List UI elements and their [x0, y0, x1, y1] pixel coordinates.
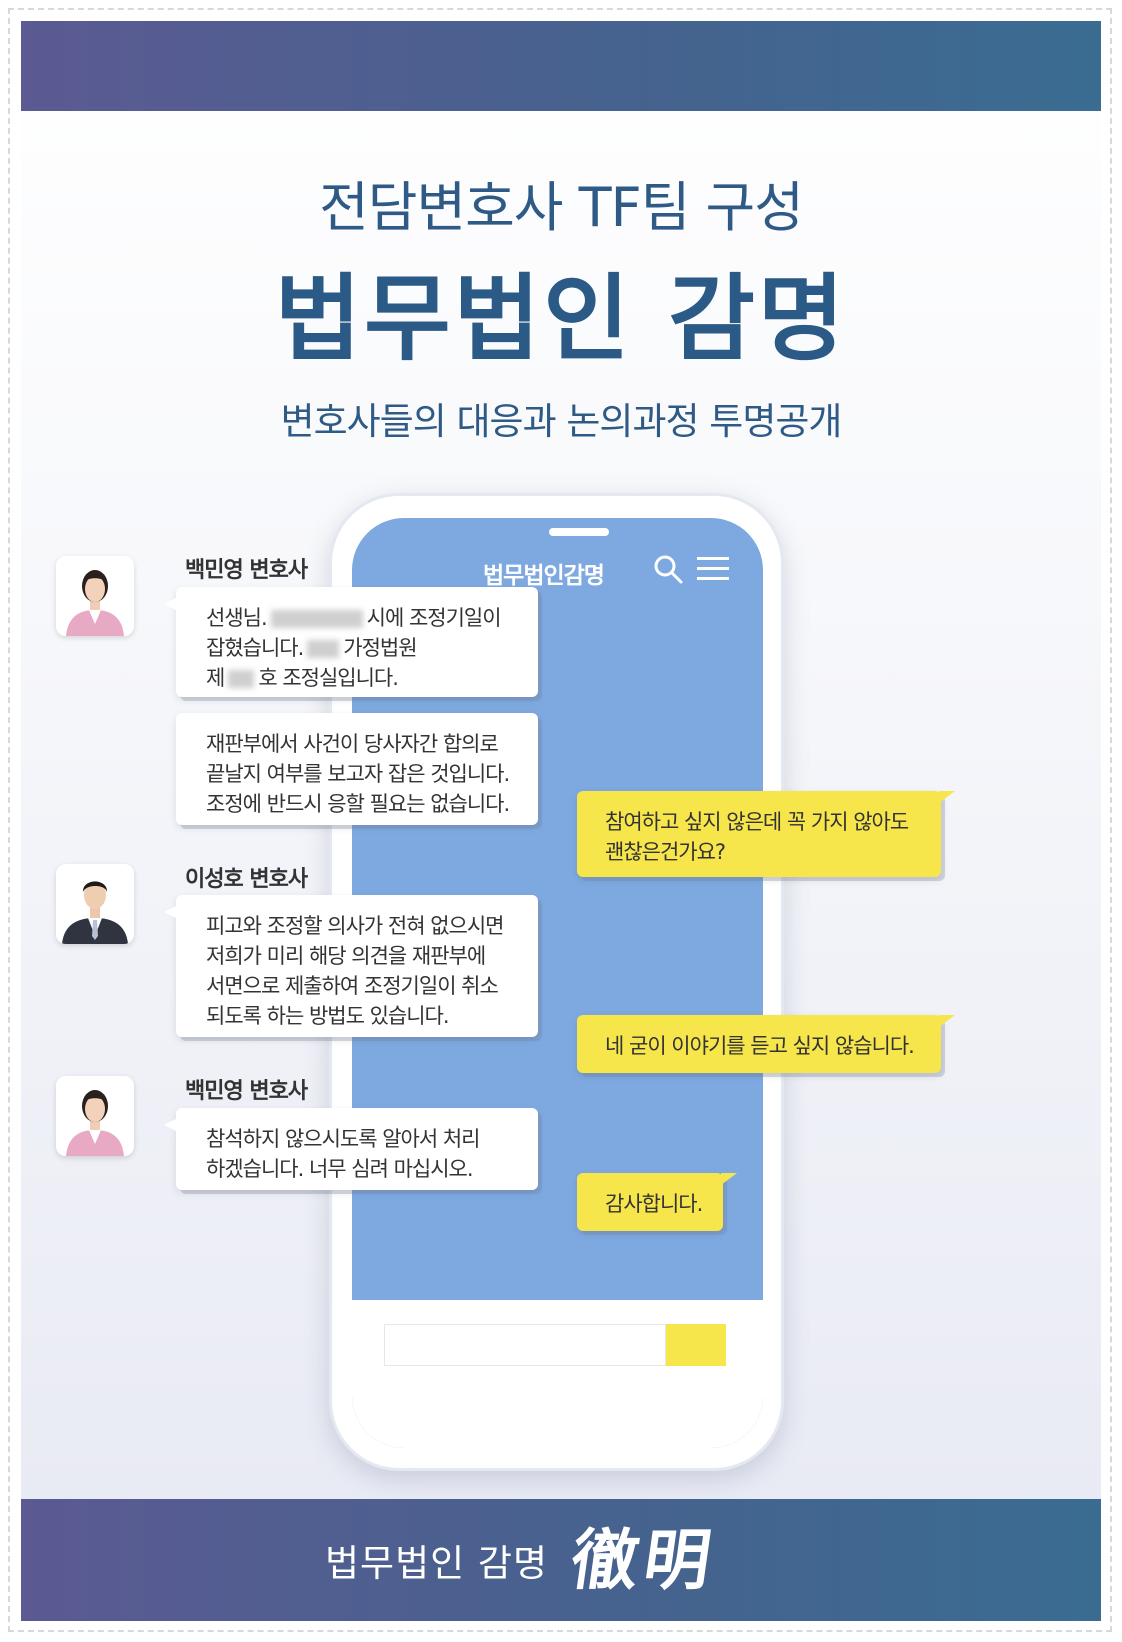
- chat-input[interactable]: [384, 1324, 666, 1366]
- message-text: 감사합니다.: [605, 1192, 703, 1216]
- page-subtitle: 전담변호사 TF팀 구성: [319, 176, 804, 239]
- message-text: 잡혔습니다.: [206, 636, 304, 660]
- message-text: 서면으로 제출하여 조정기일이 취소: [206, 974, 499, 998]
- lawyer-message-bubble: 참석하지 않으시도록 알아서 처리 하겠습니다. 너무 심려 마십시오.: [164, 1108, 538, 1190]
- lawyer-name: 백민영 변호사: [185, 558, 308, 583]
- footer-logo: 徹明: [566, 1521, 722, 1599]
- avatar-male-lawyer: [56, 864, 134, 944]
- footer-banner: [21, 1499, 1101, 1621]
- lawyer-message-bubble: 선생님. 시에 조정기일이 잡혔습니다. 가정법원 제 호 조정실입니다.: [164, 587, 538, 697]
- page-border: [8, 8, 1112, 1632]
- redacted-room: [228, 670, 255, 688]
- message-text: 되도록 하는 방법도 있습니다.: [206, 1004, 450, 1028]
- message-text: 호 조정실입니다.: [258, 666, 399, 690]
- client-message-bubble: 네 굳이 이야기를 듣고 싶지 않습니다.: [577, 1015, 955, 1073]
- message-text: 저희가 미리 해당 의견을 재판부에: [206, 944, 486, 968]
- lawyer-message-bubble: 피고와 조정할 의사가 전혀 없으시면 저희가 미리 해당 의견을 재판부에 서…: [164, 895, 538, 1037]
- message-text: 하겠습니다. 너무 심려 마십시오.: [206, 1157, 474, 1181]
- message-text: 시에 조정기일이: [366, 606, 502, 630]
- female-lawyer-portrait: [56, 556, 134, 636]
- redacted-court: [307, 640, 340, 658]
- poster: 전담변호사 TF팀 구성 법무법인 감명 변호사들의 대응과 논의과정 투명공개…: [21, 21, 1101, 1621]
- redacted-date: [270, 610, 363, 628]
- avatar-female-lawyer-2: [56, 1076, 134, 1156]
- app-title: 법무법인감명: [483, 563, 605, 589]
- page-title: 법무법인 감명: [274, 265, 848, 374]
- message-text: 선생님.: [206, 606, 268, 630]
- avatar-female-lawyer: [56, 556, 134, 636]
- search-icon[interactable]: [652, 553, 684, 585]
- chat-input-area: [352, 1300, 763, 1448]
- message-text: 피고와 조정할 의사가 전혀 없으시면: [206, 914, 505, 938]
- page-tagline: 변호사들의 대응과 논의과정 투명공개: [280, 400, 843, 443]
- phone-speaker: [549, 528, 609, 536]
- message-text: 참석하지 않으시도록 알아서 처리: [206, 1127, 481, 1151]
- message-text: 재판부에서 사건이 당사자간 합의로: [206, 732, 499, 756]
- message-text: 제: [206, 666, 225, 690]
- lawyer-name: 백민영 변호사: [185, 1079, 308, 1104]
- lawyer-name: 이성호 변호사: [185, 867, 308, 892]
- message-text: 참여하고 싶지 않은데 꼭 가지 않아도: [605, 810, 909, 834]
- client-message-bubble: 참여하고 싶지 않은데 꼭 가지 않아도 괜찮은건가요?: [577, 791, 955, 877]
- footer-firm-name: 법무법인 감명: [325, 1542, 549, 1585]
- message-text: 가정법원: [343, 636, 417, 660]
- send-button[interactable]: [666, 1324, 726, 1366]
- message-text: 끝날지 여부를 보고자 잡은 것입니다.: [206, 762, 510, 786]
- client-message-bubble: 감사합니다.: [577, 1173, 737, 1231]
- male-lawyer-portrait: [56, 864, 134, 944]
- menu-icon[interactable]: [697, 556, 729, 582]
- lawyer-message-bubble: 재판부에서 사건이 당사자간 합의로 끝날지 여부를 보고자 잡은 것입니다. …: [176, 713, 538, 825]
- female-lawyer-portrait: [56, 1076, 134, 1156]
- message-text: 조정에 반드시 응할 필요는 없습니다.: [206, 792, 510, 816]
- top-banner: [21, 21, 1101, 111]
- message-text: 네 굳이 이야기를 듣고 싶지 않습니다.: [605, 1034, 915, 1058]
- message-text: 괜찮은건가요?: [605, 840, 726, 864]
